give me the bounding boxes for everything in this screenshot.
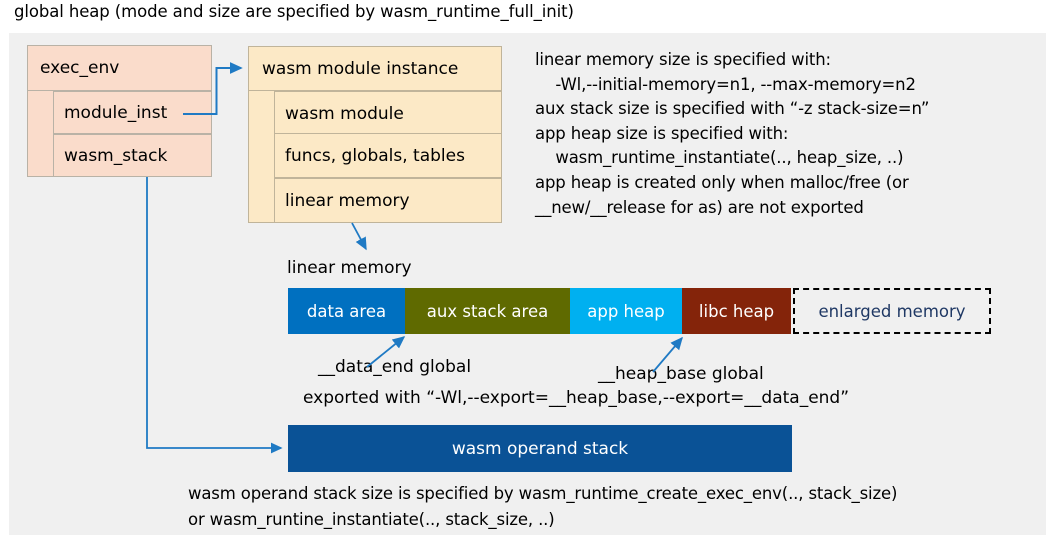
linear-memory-notes: linear memory size is specified with: -W… xyxy=(535,50,930,217)
export-flags-annotation: exported with “-Wl,--export=__heap_base,… xyxy=(303,388,850,408)
wasm-module-instance-row-linear-memory: linear memory xyxy=(274,178,502,223)
memory-segment-aux-stack-area: aux stack area xyxy=(405,288,570,334)
memory-segment-app-heap: app heap xyxy=(570,288,682,334)
linear-memory-caption: linear memory xyxy=(287,258,412,278)
memory-segment-data-area: data area xyxy=(288,288,405,334)
exec-env-row-wasm-stack: wasm_stack xyxy=(53,134,212,177)
operand-stack-note: wasm operand stack size is specified by … xyxy=(188,484,898,529)
page-title: global heap (mode and size are specified… xyxy=(14,2,574,21)
exec-env-row-module-inst: module_inst xyxy=(53,91,212,134)
data-end-annotation: __data_end global xyxy=(318,357,472,377)
exec-env-header-label: exec_env xyxy=(27,45,212,91)
wasm-operand-stack-box: wasm operand stack xyxy=(288,425,792,472)
wasm-module-instance-row-wasm-module: wasm module xyxy=(274,91,502,136)
wasm-module-instance-header-label: wasm module instance xyxy=(248,46,502,91)
heap-base-annotation: __heap_base global xyxy=(598,364,764,384)
wasm-module-instance-row-funcs-globals-tables: funcs, globals, tables xyxy=(274,133,502,178)
memory-segment-enlarged-memory: enlarged memory xyxy=(793,288,991,334)
memory-segment-libc-heap: libc heap xyxy=(682,288,791,334)
